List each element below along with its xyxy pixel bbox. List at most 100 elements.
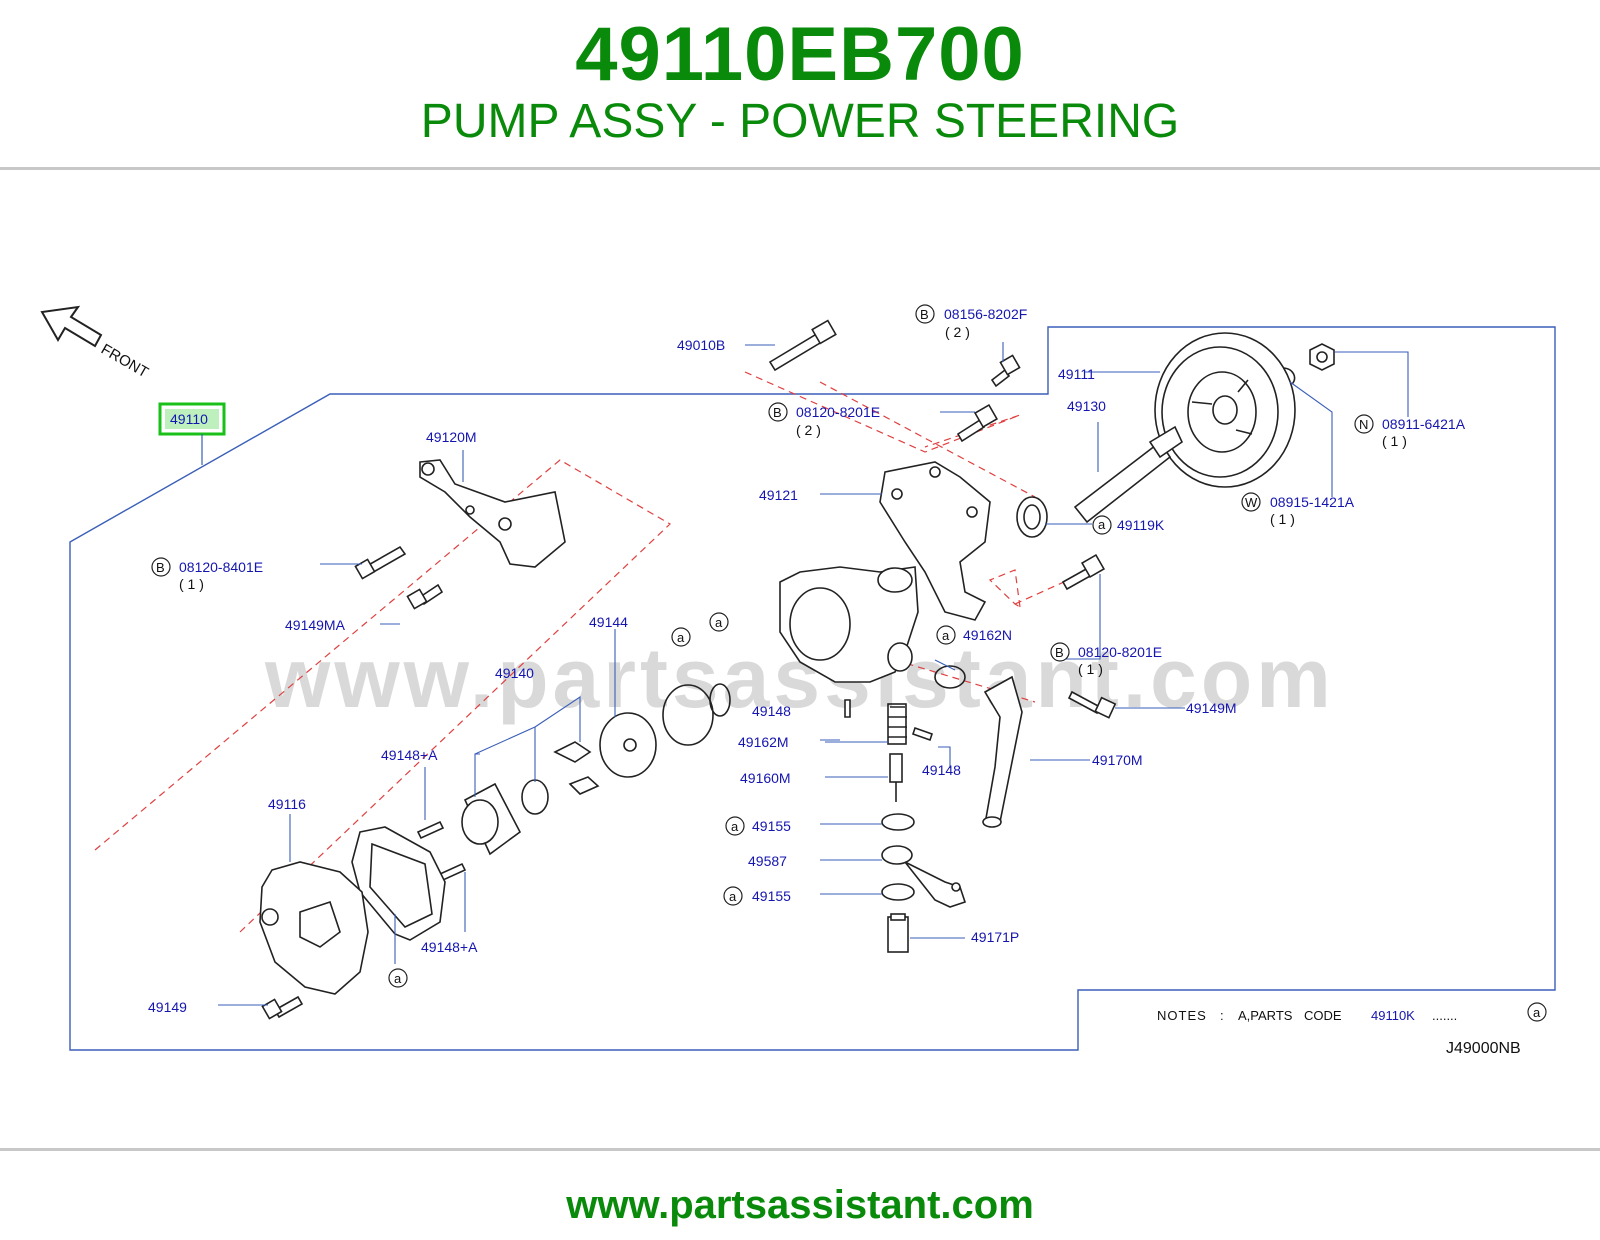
callout-49148A-bot[interactable]: 49148+A bbox=[421, 939, 478, 955]
pin-49148A-top-drawing bbox=[416, 820, 445, 840]
callout-49155-a[interactable]: 49155 bbox=[752, 818, 791, 834]
callout-08156-8202F[interactable]: 08156-8202F bbox=[944, 306, 1027, 322]
oring-large-drawing bbox=[662, 684, 714, 746]
seal-49119K-drawing bbox=[1016, 496, 1048, 538]
callout-49148-b[interactable]: 49148 bbox=[922, 762, 961, 778]
oring-small-drawing bbox=[709, 683, 731, 717]
callout-49587[interactable]: 49587 bbox=[748, 853, 787, 869]
drawing-code: J49000NB bbox=[1446, 1040, 1521, 1057]
bolt-49149MA-drawing bbox=[406, 583, 444, 610]
cover-49116-drawing bbox=[259, 861, 369, 995]
circle-letter-a: a bbox=[1098, 517, 1106, 532]
callout-08120-8401E-group: B 08120-8401E ( 1 ) bbox=[151, 557, 263, 592]
front-label: FRONT bbox=[98, 341, 151, 382]
bolt-49149M-drawing bbox=[1067, 690, 1117, 719]
circle-letter-a: a bbox=[715, 615, 723, 630]
notes-text: A,PARTS CODE bbox=[1238, 1008, 1342, 1023]
qty-08915: ( 1 ) bbox=[1270, 511, 1295, 527]
leader-lines bbox=[218, 342, 1409, 1006]
circle-a-icon bbox=[709, 612, 729, 632]
circle-W-icon bbox=[1241, 492, 1261, 512]
callout-49116[interactable]: 49116 bbox=[268, 796, 306, 812]
callout-08120-top-group: B 08120-8201E ( 2 ) bbox=[768, 402, 880, 438]
pin-49148A-bot-drawing bbox=[438, 862, 467, 882]
callout-49149M[interactable]: 49149M bbox=[1186, 700, 1237, 716]
callout-49010B[interactable]: 49010B bbox=[677, 337, 725, 353]
circle-letter-B: B bbox=[920, 307, 929, 322]
part-number-title: 49110EB700 bbox=[575, 12, 1025, 97]
callout-08120-8201E-top[interactable]: 08120-8201E bbox=[796, 404, 880, 420]
pulley-49111-drawing bbox=[1154, 332, 1296, 488]
bolt-49171P-drawing bbox=[887, 913, 909, 953]
footer-divider bbox=[0, 1148, 1600, 1151]
washer-08915-drawing bbox=[1282, 367, 1296, 385]
callout-49119K[interactable]: 49119K bbox=[1117, 517, 1165, 533]
footer-url[interactable]: www.partsassistant.com bbox=[566, 1183, 1034, 1227]
callout-08911-6421A[interactable]: 08911-6421A bbox=[1382, 416, 1466, 432]
circle-a-icon bbox=[1092, 515, 1112, 535]
parts-diagram: www.partsassistant.com FRONT 49110 bbox=[0, 172, 1600, 1172]
callout-49149MA[interactable]: 49149MA bbox=[285, 617, 346, 633]
bolt-08120-top-drawing bbox=[956, 403, 999, 443]
part-drawings bbox=[259, 319, 1335, 1020]
callout-08156-group: B 08156-8202F ( 2 ) bbox=[915, 304, 1027, 340]
notes-separator: : bbox=[1220, 1008, 1224, 1023]
callout-49144[interactable]: 49144 bbox=[589, 614, 628, 630]
circle-a-icon bbox=[671, 627, 691, 647]
callout-49155-b[interactable]: 49155 bbox=[752, 888, 791, 904]
callout-49170M[interactable]: 49170M bbox=[1092, 752, 1143, 768]
cartridge-49140-drawing bbox=[461, 741, 600, 856]
callout-49162N[interactable]: 49162N bbox=[963, 627, 1012, 643]
qty-08120-mid: ( 1 ) bbox=[1078, 661, 1103, 677]
callout-49121[interactable]: 49121 bbox=[759, 487, 798, 503]
notes-dots: ....... bbox=[1432, 1008, 1457, 1023]
page-header: 49110EB700 PUMP ASSY - POWER STEERING bbox=[0, 0, 1600, 170]
callout-49162M[interactable]: 49162M bbox=[738, 734, 789, 750]
pump-body-drawing bbox=[779, 566, 919, 683]
callout-49130[interactable]: 49130 bbox=[1067, 398, 1106, 414]
callout-49148A-top[interactable]: 49148+A bbox=[381, 747, 438, 763]
callout-49111[interactable]: 49111 bbox=[1058, 366, 1095, 382]
circle-a-icon bbox=[388, 968, 408, 988]
callout-49155-a-group: a 49155 bbox=[725, 816, 791, 836]
bracket-49121-drawing bbox=[879, 461, 991, 621]
callout-49171P[interactable]: 49171P bbox=[971, 929, 1019, 945]
bolt-08120-8401E-drawing bbox=[354, 545, 407, 580]
circle-a-icon bbox=[936, 625, 956, 645]
circle-letter-N: N bbox=[1359, 417, 1368, 432]
circle-letter-a: a bbox=[731, 819, 739, 834]
callout-49155-b-group: a 49155 bbox=[723, 886, 791, 906]
oring-49162N-drawing bbox=[934, 665, 966, 689]
circle-letter-B: B bbox=[156, 560, 165, 575]
callout-08120-8201E-mid[interactable]: 08120-8201E bbox=[1078, 644, 1162, 660]
callout-08120-8401E[interactable]: 08120-8401E bbox=[179, 559, 263, 575]
bolt-49010B-drawing bbox=[768, 319, 837, 372]
callout-49149[interactable]: 49149 bbox=[148, 999, 187, 1015]
diagram-svg: www.partsassistant.com FRONT 49110 bbox=[40, 304, 1556, 1057]
bolt-08120-mid-drawing bbox=[1061, 553, 1106, 591]
circle-letter-a: a bbox=[729, 889, 737, 904]
notes-part-code[interactable]: 49110K bbox=[1371, 1008, 1415, 1023]
spring-49162M-drawing bbox=[887, 703, 907, 745]
notes-label: NOTES bbox=[1157, 1008, 1207, 1023]
callout-49148-a[interactable]: 49148 bbox=[752, 703, 791, 719]
callout-08915-1421A[interactable]: 08915-1421A bbox=[1270, 494, 1355, 510]
part-name-subtitle: PUMP ASSY - POWER STEERING bbox=[420, 95, 1180, 148]
bolt-49149-drawing bbox=[261, 995, 304, 1020]
circle-a-icon bbox=[725, 816, 745, 836]
qty-08911: ( 1 ) bbox=[1382, 433, 1407, 449]
callout-49140[interactable]: 49140 bbox=[495, 665, 534, 681]
callout-08911-group: N 08911-6421A ( 1 ) bbox=[1354, 414, 1466, 449]
assembly-outline bbox=[69, 326, 1556, 1051]
circle-letter-a: a bbox=[677, 630, 685, 645]
highlight-fill bbox=[165, 409, 219, 429]
connector-49587-drawing bbox=[881, 845, 967, 908]
pin-49148-b-drawing bbox=[911, 726, 934, 742]
circle-N-icon bbox=[1354, 414, 1374, 434]
notes-block: NOTES : A,PARTS CODE 49110K ....... a bbox=[1157, 1002, 1547, 1023]
highlighted-part-label[interactable]: 49110 bbox=[170, 411, 208, 427]
callout-49160M[interactable]: 49160M bbox=[740, 770, 791, 786]
circle-letter-a: a bbox=[942, 628, 950, 643]
washer-49155-a-drawing bbox=[881, 813, 915, 831]
callout-49120M[interactable]: 49120M bbox=[426, 429, 477, 445]
